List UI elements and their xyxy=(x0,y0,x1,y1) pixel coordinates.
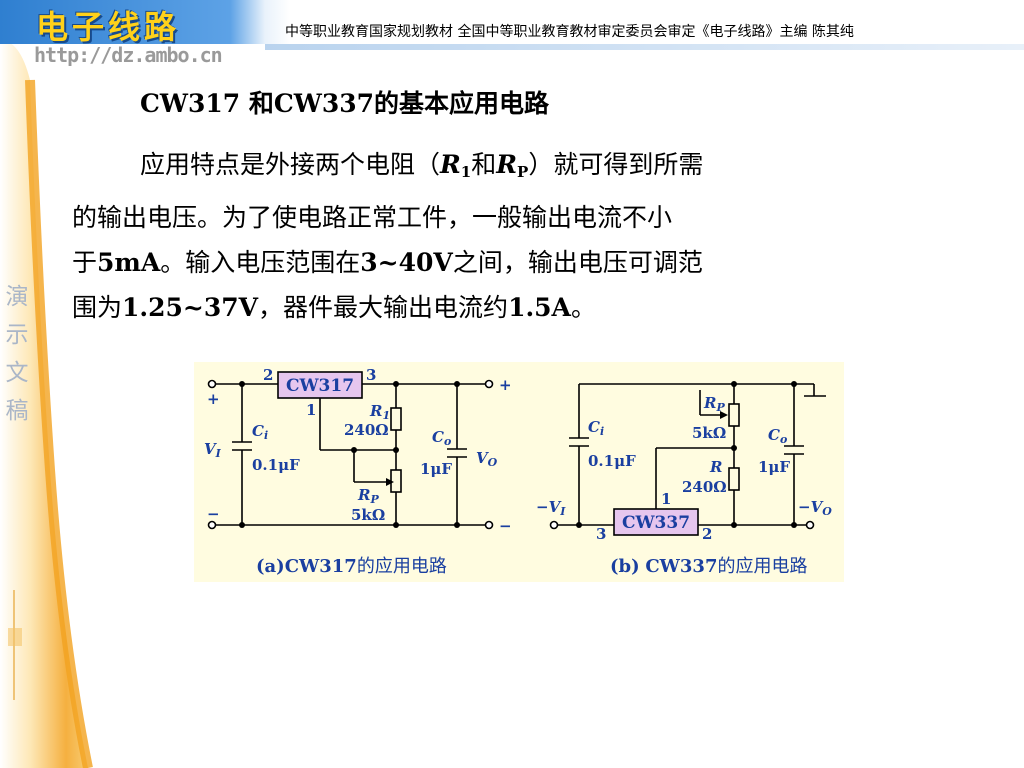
rp-a-label: RP xyxy=(357,486,379,506)
text-span: 。 xyxy=(570,293,596,322)
site-url: http://dz.ambo.cn xyxy=(34,43,223,67)
r1-subscript: 1 xyxy=(460,163,472,181)
vo-b-label: −VO xyxy=(798,498,832,518)
circuit-figure: CW317 CW337 2 3 1 + + − − Ci 0.1μF VI R1… xyxy=(194,362,844,582)
caption-b: (b) CW337的应用电路 xyxy=(610,556,808,577)
rp-b-label: RP xyxy=(703,394,725,414)
ci-a-label: Ci xyxy=(252,422,268,442)
textbook-info: 中等职业教育国家规划教材 全国中等职业教育教材审定委员会审定《电子线路》主编 陈… xyxy=(285,24,854,40)
text-span: 之间，输出电压可调范 xyxy=(452,248,703,277)
co-a-value: 1μF xyxy=(420,460,452,478)
text-span: ）就可得到所需 xyxy=(528,150,704,179)
body-paragraph: 应用特点是外接两个电阻（R1和RP）就可得到所需 的输出电压。为了使电路正常工件… xyxy=(72,142,902,330)
rp-symbol: R xyxy=(496,150,518,179)
side-label: 演示文稿 xyxy=(5,284,29,424)
chip-a-label: CW317 xyxy=(286,376,354,396)
chip-b-label: CW337 xyxy=(622,513,690,533)
pin-a-in: 2 xyxy=(263,366,273,384)
rp-subscript: P xyxy=(517,163,529,181)
minus-a-out: − xyxy=(499,517,512,535)
pin-a-out: 3 xyxy=(366,366,376,384)
r1-symbol: R xyxy=(440,150,461,179)
vi-b-label: −VI xyxy=(536,498,566,518)
text-span: 应用特点是外接两个电阻（ xyxy=(140,150,441,179)
pin-b-adj: 1 xyxy=(661,490,671,508)
slide-title: CW317 和CW337的基本应用电路 xyxy=(140,89,550,118)
left-decorative-band xyxy=(0,0,95,768)
max-current-value: 1.5A xyxy=(508,293,571,322)
ci-b-value: 0.1μF xyxy=(588,452,636,470)
r-b-value: 240Ω xyxy=(682,478,727,496)
r-b-label: R xyxy=(709,458,722,476)
min-current-value: 5mA xyxy=(97,248,161,277)
paragraph-line-3: 于5mA。输入电压范围在3~40V之间，输出电压可调范 xyxy=(72,240,902,285)
caption-a: (a)CW317的应用电路 xyxy=(256,556,447,577)
text-span: ，器件最大输出电流约 xyxy=(258,293,509,322)
vi-a-label: VI xyxy=(204,440,222,460)
text-span: 围为 xyxy=(72,293,123,322)
ci-a-value: 0.1μF xyxy=(252,456,300,474)
r1-a-value: 240Ω xyxy=(344,421,389,439)
minus-a-in: − xyxy=(207,505,220,523)
co-b-value: 1μF xyxy=(758,458,790,476)
co-a-label: Co xyxy=(432,428,451,448)
co-b-label: Co xyxy=(768,426,787,446)
output-range-value: 1.25~37V xyxy=(122,293,259,322)
text-span: 。输入电压范围在 xyxy=(160,248,361,277)
input-range-value: 3~40V xyxy=(360,248,453,277)
pin-b-in: 3 xyxy=(596,525,606,543)
header-bar xyxy=(0,0,1024,44)
logo: 电子线路 xyxy=(36,8,181,46)
header-strip xyxy=(265,44,1024,50)
paragraph-line-4: 围为1.25~37V，器件最大输出电流约1.5A。 xyxy=(72,285,902,330)
plus-a-out: + xyxy=(499,376,512,394)
vo-a-label: VO xyxy=(476,449,498,469)
paragraph-line-2: 的输出电压。为了使电路正常工件，一般输出电流不小 xyxy=(72,203,673,232)
text-span: 于 xyxy=(72,248,98,277)
rp-b-value: 5kΩ xyxy=(692,424,726,442)
rp-a-value: 5kΩ xyxy=(351,506,385,524)
pin-b-out: 2 xyxy=(702,525,712,543)
ci-b-label: Ci xyxy=(588,418,604,438)
plus-a-in: + xyxy=(207,390,220,408)
pin-a-adj: 1 xyxy=(306,401,316,419)
r1-a-label: R1 xyxy=(369,402,390,422)
paragraph-line-1: 应用特点是外接两个电阻（R1和RP）就可得到所需 xyxy=(72,142,902,195)
text-span: 和 xyxy=(471,150,497,179)
